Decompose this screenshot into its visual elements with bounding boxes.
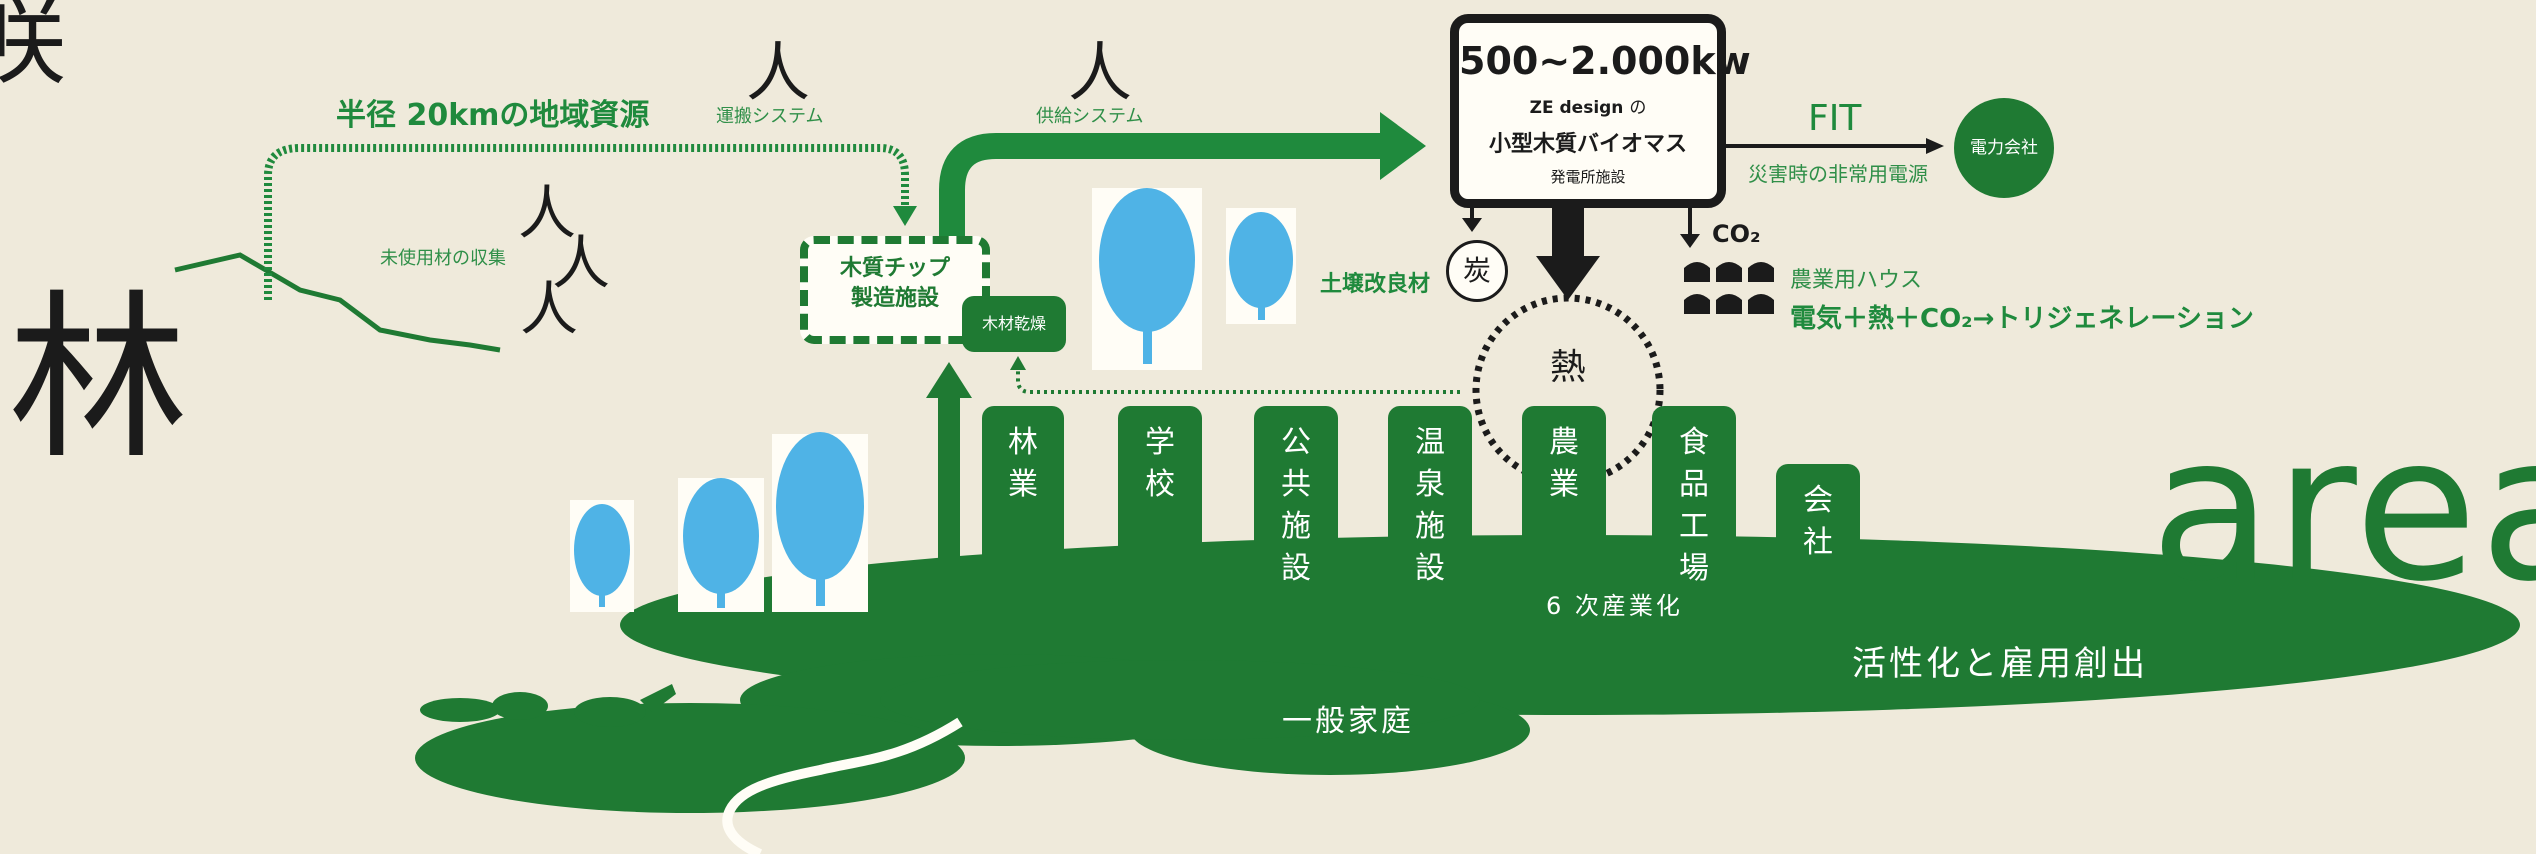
plant-sub: 発電所施設 [1550, 168, 1626, 186]
heat-label: 熱 [1550, 347, 1587, 388]
supply-label: 供給システム [1036, 106, 1144, 127]
sector-hot-spring-label: 温泉施設 [1415, 425, 1445, 586]
sector-school-label: 学校 [1145, 425, 1175, 502]
charcoal-circle: 炭 [1446, 240, 1508, 302]
person-icon-supply: 人 [1068, 37, 1132, 111]
power-company-circle: 電力会社 [1954, 98, 2054, 198]
sector-company-label: 会社 [1803, 483, 1833, 560]
left-kanji: 林 [8, 275, 189, 484]
supply-arrow [939, 133, 1390, 236]
plant-capacity: 500~2.000kw [1459, 39, 1751, 83]
fit-arrowhead [1926, 138, 1944, 154]
revitalization-label: 活性化と雇用創出 [1852, 644, 2148, 684]
households-label: 一般家庭 [1282, 704, 1414, 739]
sector-forestry: 林業 [982, 406, 1064, 596]
forest-up-arrowhead [926, 362, 972, 398]
transport-label: 運搬システム [716, 106, 824, 127]
trees [570, 188, 1296, 612]
co2-label: CO₂ [1712, 220, 1761, 248]
chip-facility-line1: 木質チップ [839, 256, 950, 281]
trigeneration-label: 電気＋熱＋CO₂→トリジェネレーション [1790, 298, 2254, 335]
trigen-text: 電気＋熱＋CO₂→トリジェネレーション [1790, 304, 2254, 334]
person-icon-collect-2: 人 [552, 229, 611, 297]
chip-facility-line2: 製造施設 [850, 286, 939, 311]
sector-agriculture: 農業 [1522, 406, 1606, 596]
plant-brand: ZE design [1529, 98, 1624, 118]
person-icon-collect-3: 人 [520, 275, 579, 343]
plant-name: 小型木質バイオマス [1488, 132, 1687, 157]
resource-route [264, 144, 909, 300]
farm-house-icons [1684, 262, 1774, 314]
sector-company: 会社 [1776, 464, 1860, 604]
forest-up-arrow [938, 395, 960, 560]
sector-agriculture-label: 農業 [1549, 425, 1579, 502]
route-arrowhead [893, 206, 917, 226]
charcoal-arrowhead [1462, 218, 1482, 232]
river [722, 717, 963, 854]
heat-return-route [1016, 366, 1460, 394]
supply-arrowhead [1380, 112, 1426, 180]
hill-line [174, 252, 501, 353]
left-kanji-top: 咲 [0, 0, 66, 98]
unused-label: 未使用材の収集 [380, 248, 506, 269]
wood-drying-badge: 木材乾燥 [962, 296, 1066, 352]
sector-hot-spring: 温泉施設 [1388, 406, 1472, 616]
sixth-industry-label: 6 次産業化 [1546, 592, 1683, 620]
sector-food-factory-label: 食品工場 [1679, 425, 1709, 586]
plant-brand-suffix: の [1629, 98, 1647, 118]
farm-house-label: 農業用ハウス [1790, 268, 1923, 293]
power-plant-box: 500~2.000kw ZE design の 小型木質バイオマス 発電所施設 [1450, 14, 1751, 208]
sector-public-facility: 公共施設 [1254, 406, 1338, 616]
sector-public-facility-label: 公共施設 [1281, 425, 1311, 586]
sector-forestry-label: 林業 [1008, 425, 1038, 502]
soil-label: 土壌改良材 [1320, 272, 1431, 297]
plant-down-arrowhead [1536, 256, 1600, 300]
sector-food-factory: 食品工場 [1652, 406, 1736, 616]
fit-label: FIT [1808, 98, 1862, 139]
resource-label: 半径 20kmの地域資源 [336, 98, 650, 133]
heat-return-arrowhead [1010, 356, 1026, 370]
person-icon-collect-1: 人 [518, 179, 577, 247]
animals [420, 684, 676, 727]
plant-down-arrow [1552, 208, 1584, 260]
person-icon-transport: 人 [746, 37, 810, 111]
sector-school: 学校 [1118, 406, 1202, 596]
disaster-label: 災害時の非常用電源 [1748, 162, 1928, 186]
chip-facility-box: 木質チップ 製造施設 [800, 236, 990, 344]
co2-arrowhead [1680, 234, 1700, 248]
land-mass [415, 535, 2520, 813]
area-word: area [2150, 393, 2536, 626]
